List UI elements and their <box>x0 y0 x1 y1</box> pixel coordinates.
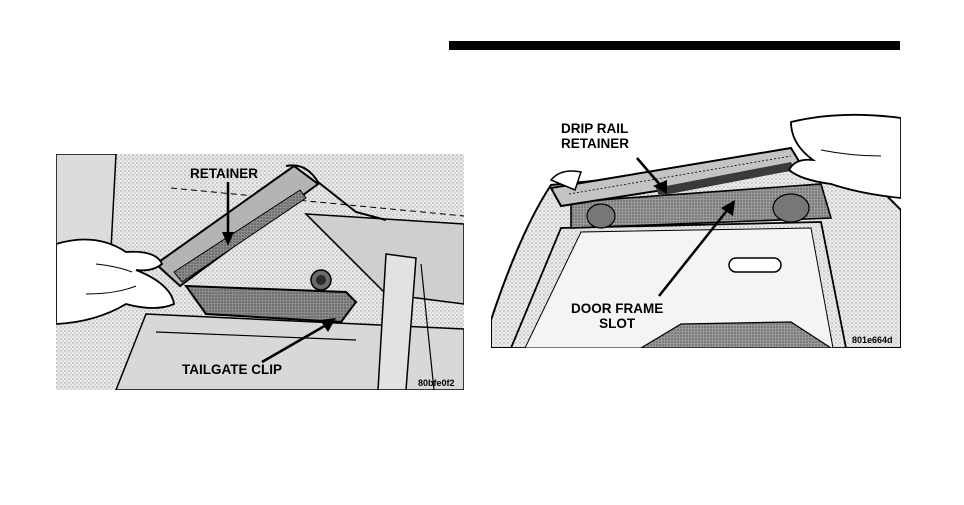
figure-code: 801e664d <box>852 335 893 345</box>
tailgate-clip-illustration: RETAINER TAILGATE CLIP 80bfe0f2 <box>56 154 464 390</box>
drip-rail-retainer-line2: RETAINER <box>561 136 629 151</box>
drip-rail-retainer-label: DRIP RAIL RETAINER <box>561 121 629 151</box>
door-frame-slot-line2: SLOT <box>571 316 663 331</box>
tailgate-drawing <box>56 154 464 390</box>
door-frame-slot-label: DOOR FRAME SLOT <box>571 301 663 331</box>
section-rule <box>449 41 900 50</box>
retainer-label: RETAINER <box>190 166 258 181</box>
door-frame-slot-line1: DOOR FRAME <box>571 301 663 316</box>
figure-code: 80bfe0f2 <box>418 378 455 388</box>
door-frame-drawing <box>491 110 901 348</box>
drip-rail-retainer-illustration: DRIP RAIL RETAINER DOOR FRAME SLOT 801e6… <box>491 110 901 348</box>
drip-rail-retainer-line1: DRIP RAIL <box>561 121 629 136</box>
tailgate-clip-label: TAILGATE CLIP <box>182 362 282 377</box>
